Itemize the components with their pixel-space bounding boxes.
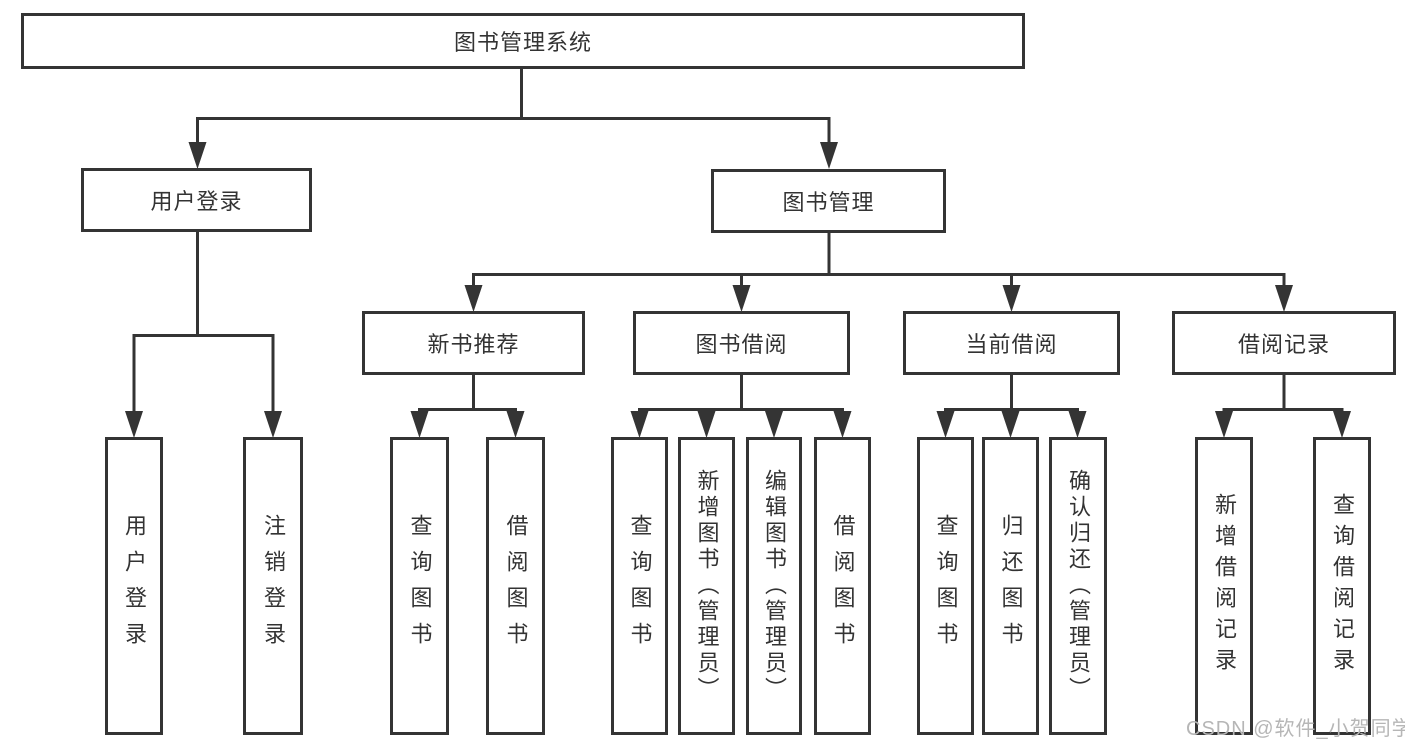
arrowhead [936, 411, 955, 438]
node-edit-books-admin: 编辑图书（管理员） [746, 437, 802, 735]
node-query-borrow-record: 查询借阅记录 [1313, 437, 1371, 735]
arrowheads [125, 142, 1351, 438]
node-new-book-recommend: 新书推荐 [362, 311, 585, 375]
node-confirm-return-admin: 确认归还（管理员） [1049, 437, 1107, 735]
node-logout-action: 注销登录 [243, 437, 303, 735]
arrowhead [1001, 411, 1020, 438]
node-user-login-action: 用户登录 [105, 437, 163, 735]
arrowhead [410, 411, 429, 438]
arrowhead [820, 142, 838, 169]
arrowhead [765, 411, 783, 438]
arrowhead [464, 285, 483, 312]
node-current-borrow: 当前借阅 [903, 311, 1120, 375]
arrowhead [630, 411, 649, 438]
new-books-splitter-line [418, 408, 517, 414]
arrowhead [833, 411, 852, 438]
node-query-books-borrow: 查询图书 [611, 437, 668, 735]
arrowhead [506, 411, 525, 438]
arrowhead [697, 411, 716, 438]
book-mgmt-splitter-line [472, 233, 1286, 289]
node-borrow-books-borrow: 借阅图书 [814, 437, 871, 735]
node-book-borrow: 图书借阅 [633, 311, 850, 375]
node-user-login: 用户登录 [81, 168, 312, 232]
arrowhead [1068, 411, 1087, 438]
node-query-books-recommend: 查询图书 [390, 437, 449, 735]
node-borrow-records: 借阅记录 [1172, 311, 1396, 375]
arrowhead [264, 411, 282, 438]
arrowhead [125, 411, 143, 438]
level1-splitter-line [196, 117, 831, 146]
node-add-borrow-record: 新增借阅记录 [1195, 437, 1253, 735]
arrowhead [1333, 411, 1351, 438]
node-book-management: 图书管理 [711, 169, 946, 233]
arrowhead [1215, 411, 1233, 438]
arrowhead [1002, 285, 1021, 312]
node-borrow-books-recommend: 借阅图书 [486, 437, 545, 735]
book-borrow-splitter-line [638, 408, 844, 414]
user-login-splitter-line [132, 232, 275, 414]
csdn-watermark: CSDN @软件_小贺同学 [1186, 718, 1405, 740]
arrowhead [1275, 285, 1293, 312]
node-add-books-admin: 新增图书（管理员） [678, 437, 735, 735]
borrow-records-splitter-line [1222, 408, 1344, 414]
level3-stems-line [472, 375, 1286, 413]
node-root-system: 图书管理系统 [21, 13, 1025, 69]
node-return-books: 归还图书 [982, 437, 1039, 735]
node-query-books-current: 查询图书 [917, 437, 974, 735]
arrowhead [188, 142, 207, 169]
arrowhead [732, 285, 751, 312]
